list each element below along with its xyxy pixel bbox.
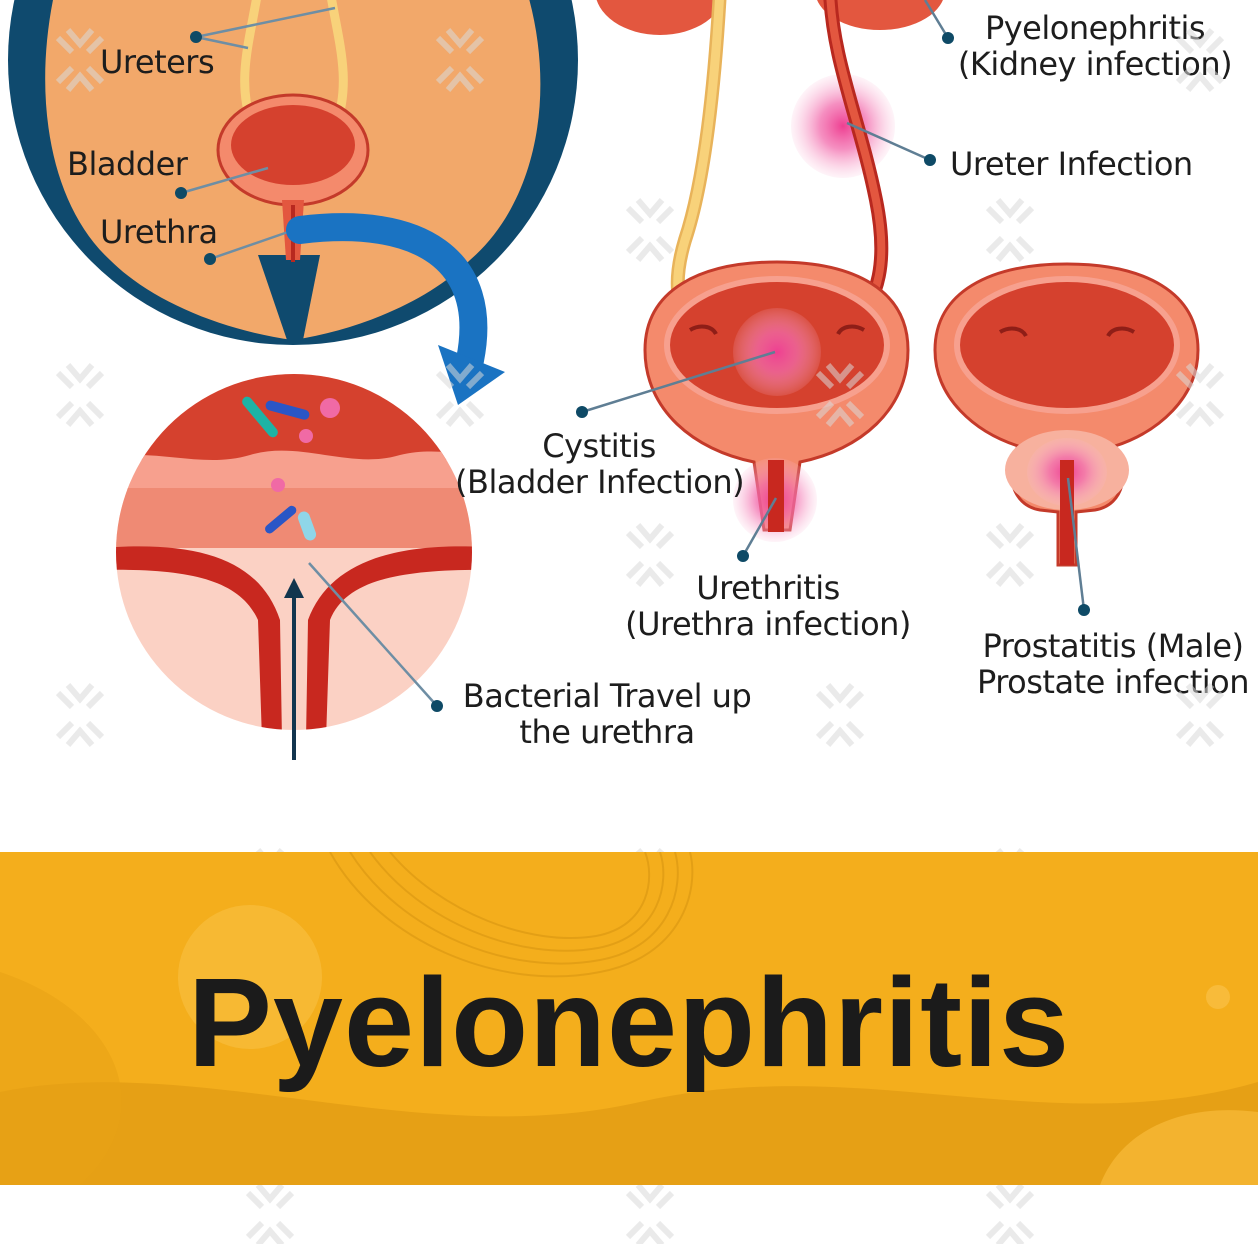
label-bacterial-travel: Bacterial Travel up the urethra xyxy=(452,678,762,750)
label-prostatitis-line2: Prostate infection xyxy=(968,664,1258,700)
watermark-mark xyxy=(628,1185,672,1244)
label-cystitis: Cystitis (Bladder Infection) xyxy=(455,428,743,500)
label-bacterial-travel-line2: the urethra xyxy=(452,714,762,750)
label-cystitis-line2: (Bladder Infection) xyxy=(455,464,743,500)
label-pyelonephritis-line1: Pyelonephritis xyxy=(950,10,1240,46)
label-urethritis-line1: Urethritis xyxy=(612,570,924,606)
label-pyelonephritis: Pyelonephritis (Kidney infection) xyxy=(950,10,1240,82)
label-pyelonephritis-line2: (Kidney infection) xyxy=(950,46,1240,82)
label-bladder: Bladder xyxy=(67,146,187,182)
label-urethritis: Urethritis (Urethra infection) xyxy=(612,570,924,642)
label-prostatitis: Prostatitis (Male) Prostate infection xyxy=(968,628,1258,700)
label-urethritis-line2: (Urethra infection) xyxy=(612,606,924,642)
watermark-mark xyxy=(248,1185,292,1244)
watermark-mark xyxy=(988,1185,1032,1244)
label-prostatitis-line1: Prostatitis (Male) xyxy=(968,628,1258,664)
label-ureters: Ureters xyxy=(100,44,214,80)
banner-title: Pyelonephritis xyxy=(0,958,1258,1088)
label-bacterial-travel-line1: Bacterial Travel up xyxy=(452,678,762,714)
label-cystitis-line1: Cystitis xyxy=(455,428,743,464)
urethra-zoom-circle xyxy=(100,360,500,760)
bladder-infection-glow xyxy=(733,308,821,396)
label-urethra: Urethra xyxy=(100,214,218,250)
label-ureter-infection: Ureter Infection xyxy=(950,146,1193,182)
